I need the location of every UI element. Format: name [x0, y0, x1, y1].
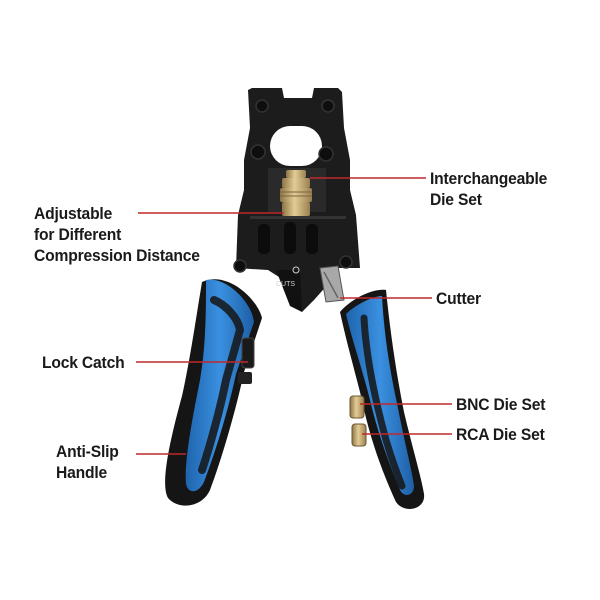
label-line: Cutter [436, 289, 481, 308]
label-interchangeable-die-set: Interchangeable Die Set [430, 168, 547, 210]
right-handle [340, 289, 425, 509]
label-line: Die Set [430, 190, 482, 209]
label-bnc-die-set: BNC Die Set [456, 394, 545, 415]
label-line: for Different [34, 225, 122, 244]
label-line: Adjustable [34, 204, 113, 223]
die-stamp-text: CUTS [276, 281, 295, 288]
label-line: BNC Die Set [456, 395, 546, 414]
label-line: Handle [56, 463, 108, 482]
label-cutter: Cutter [436, 288, 481, 309]
label-rca-die-set: RCA Die Set [456, 424, 545, 445]
label-line: Anti-Slip [56, 442, 119, 461]
label-line: RCA Die Set [456, 425, 545, 444]
adjuster-knob [280, 170, 312, 216]
label-adjustable: Adjustable for Different Compression Dis… [34, 203, 200, 266]
bnc-die [349, 395, 365, 419]
lock-catch [238, 337, 255, 384]
rca-die [351, 423, 367, 447]
leader-lines [136, 177, 452, 455]
cutter-blade [319, 265, 345, 303]
label-line: Interchangeable [430, 169, 548, 188]
label-line: Compression Distance [34, 246, 200, 265]
label-line: Lock Catch [42, 353, 125, 372]
label-lock-catch: Lock Catch [42, 352, 125, 373]
label-anti-slip-handle: Anti-Slip Handle [56, 441, 119, 483]
logo-mark-icon [292, 266, 300, 274]
left-handle [165, 279, 262, 506]
